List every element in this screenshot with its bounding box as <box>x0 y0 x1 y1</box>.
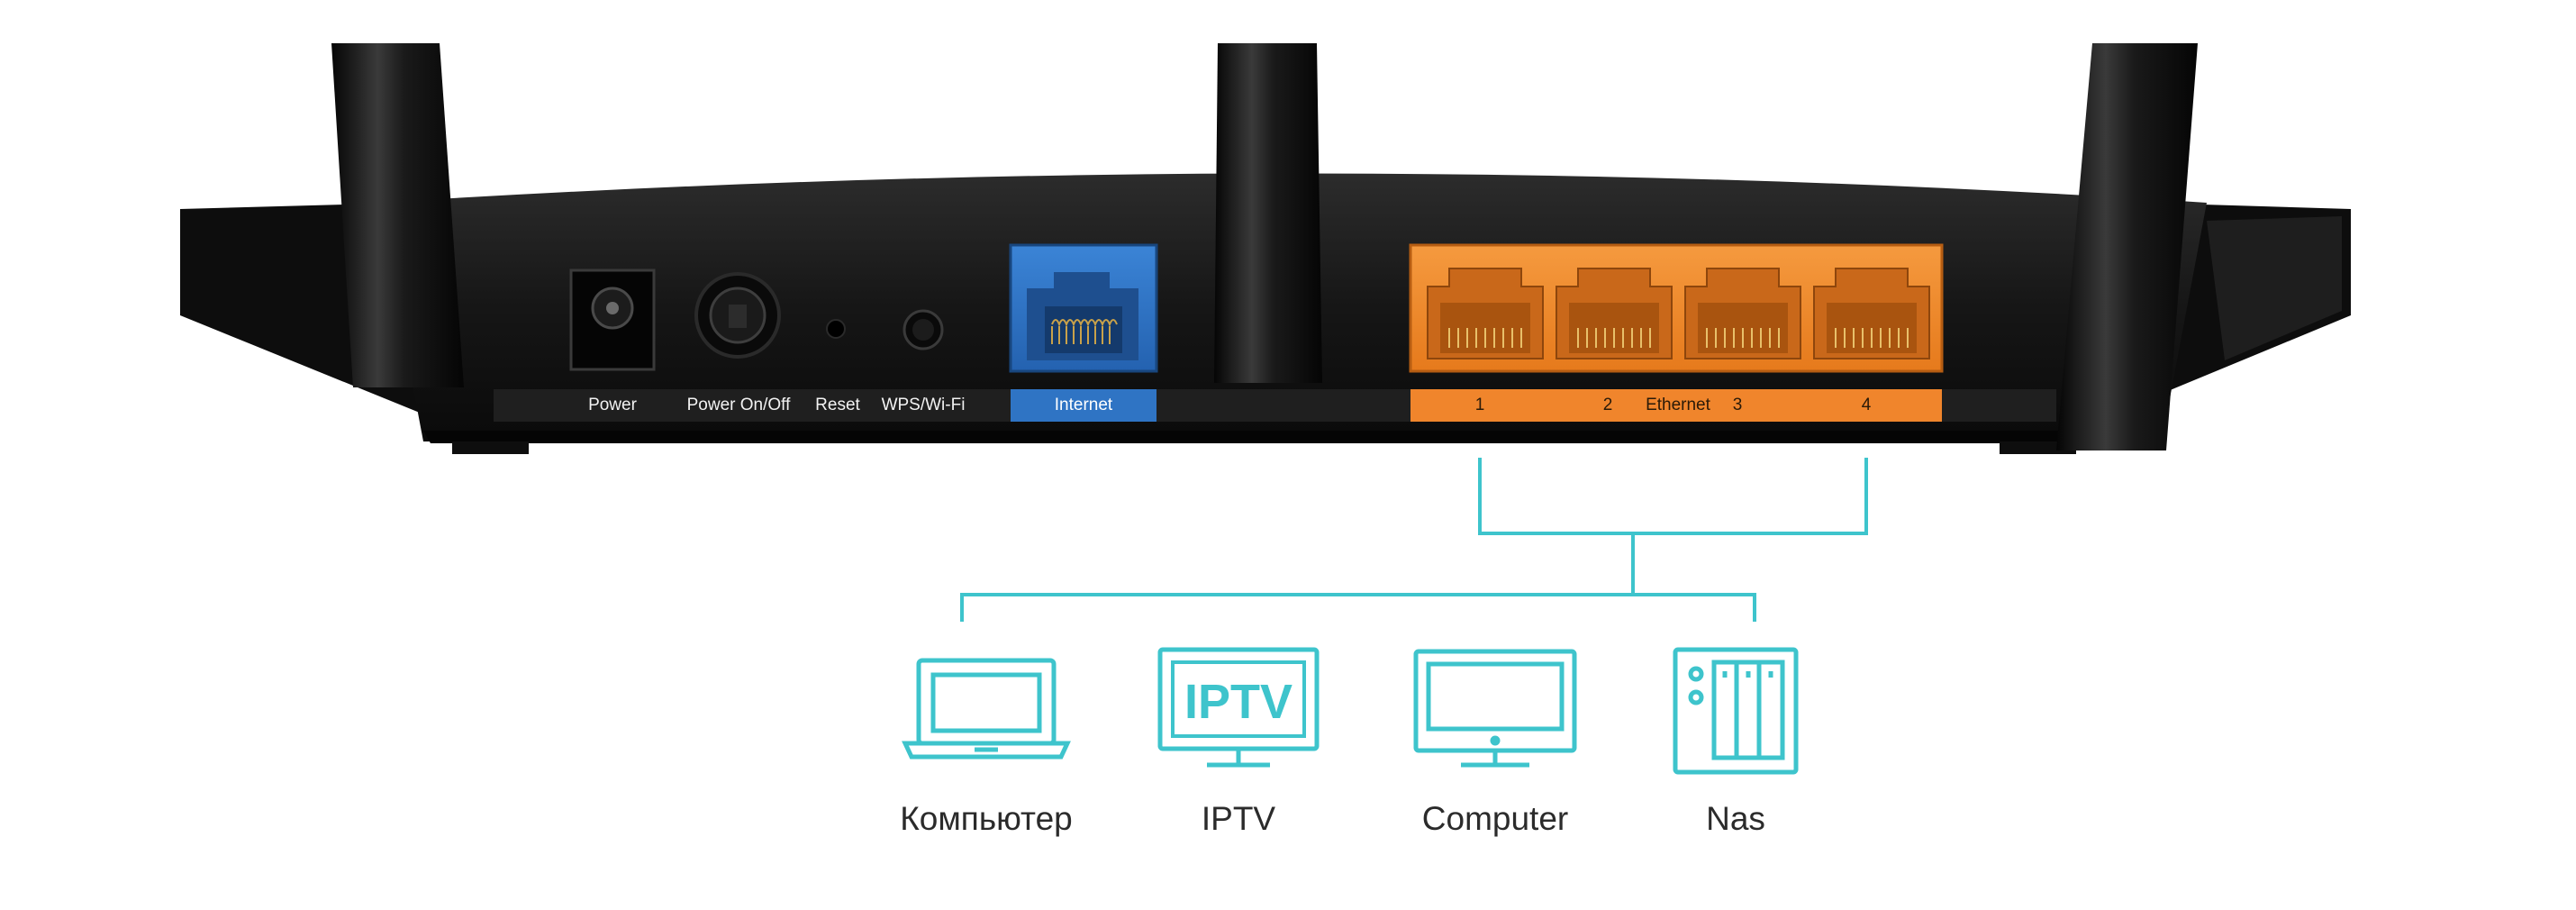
tv-screen-text: IPTV <box>1184 675 1293 729</box>
reset-label: Reset <box>815 396 860 414</box>
lan-port-2[interactable] <box>1556 268 1673 359</box>
laptop-icon <box>902 658 1071 760</box>
monitor-icon <box>1413 649 1577 768</box>
lan-1-label: 1 <box>1474 396 1485 414</box>
power-switch[interactable] <box>694 272 781 359</box>
device-label-laptop: Компьютер <box>900 800 1073 837</box>
reset-hole[interactable] <box>826 319 846 339</box>
left-foot <box>452 441 529 454</box>
power-label: Power <box>588 396 637 414</box>
lan-port-1[interactable] <box>1427 268 1544 359</box>
internet-label-bg <box>1011 389 1156 422</box>
internet-port[interactable] <box>1009 243 1158 373</box>
wps-button[interactable] <box>903 309 944 350</box>
device-label-iptv: IPTV <box>1201 800 1276 837</box>
antenna-left <box>331 43 464 387</box>
device-label-computer: Computer <box>1421 800 1569 837</box>
lan-port-3[interactable] <box>1684 268 1801 359</box>
device-label-nas: Nas <box>1706 800 1765 837</box>
tv-icon: IPTV <box>1157 647 1320 768</box>
internet-label: Internet <box>1054 396 1113 414</box>
lan-port-4[interactable] <box>1813 268 1930 359</box>
lan-2-label: 2 <box>1602 396 1613 414</box>
antenna-middle <box>1214 43 1322 383</box>
ethernet-label-bg <box>1410 389 1942 422</box>
power-jack <box>569 268 656 371</box>
wps-label: WPS/Wi-Fi <box>881 396 966 414</box>
antenna-right <box>2056 43 2198 450</box>
nas-icon <box>1673 647 1799 775</box>
ethernet-title-label: Ethernet <box>1646 396 1710 414</box>
power-switch-label: Power On/Off <box>686 396 791 414</box>
connector-lines <box>960 458 1868 622</box>
lan-4-label: 4 <box>1861 396 1872 414</box>
lan-3-label: 3 <box>1732 396 1743 414</box>
